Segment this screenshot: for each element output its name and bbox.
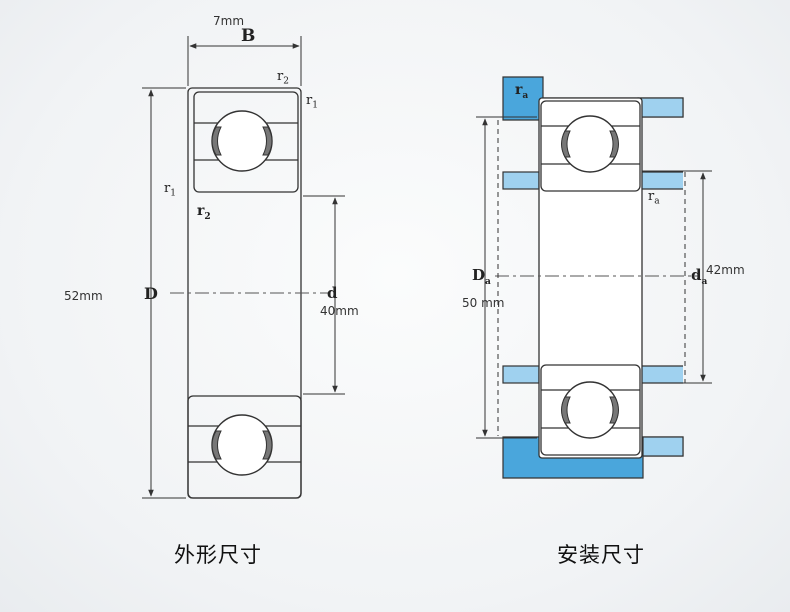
mount-ball-cages: [561, 130, 619, 424]
outline-balls: [211, 110, 273, 476]
mount-caption: 安装尺寸: [557, 543, 645, 567]
outline-ball-cages: [211, 126, 273, 460]
da-label: da: [691, 266, 708, 287]
B-label: B: [241, 26, 256, 46]
dim-Da: [476, 116, 537, 439]
dim-d: [303, 195, 345, 395]
Da-label: Da: [472, 266, 491, 287]
ra-top-label: ra: [515, 82, 529, 101]
r2-top-label: r2: [277, 69, 289, 87]
r2-inner-label: r2: [197, 203, 211, 222]
ra-inner-label: ra: [648, 189, 660, 207]
D-label: D: [144, 284, 158, 303]
Da-value: 50 mm: [462, 296, 505, 310]
dim-B: [187, 36, 302, 86]
d-label: d: [327, 284, 338, 302]
r1-left-label: r1: [164, 181, 176, 199]
da-value: 42mm: [706, 263, 745, 277]
mount-balls: [561, 115, 619, 439]
dim-da: [642, 170, 712, 384]
d-value: 40mm: [320, 304, 359, 318]
r1-top-label: r1: [306, 93, 318, 111]
D-value: 52mm: [64, 289, 103, 303]
dim-D: [142, 87, 186, 499]
outline-caption: 外形尺寸: [174, 543, 262, 567]
B-value: 7mm: [213, 14, 245, 28]
